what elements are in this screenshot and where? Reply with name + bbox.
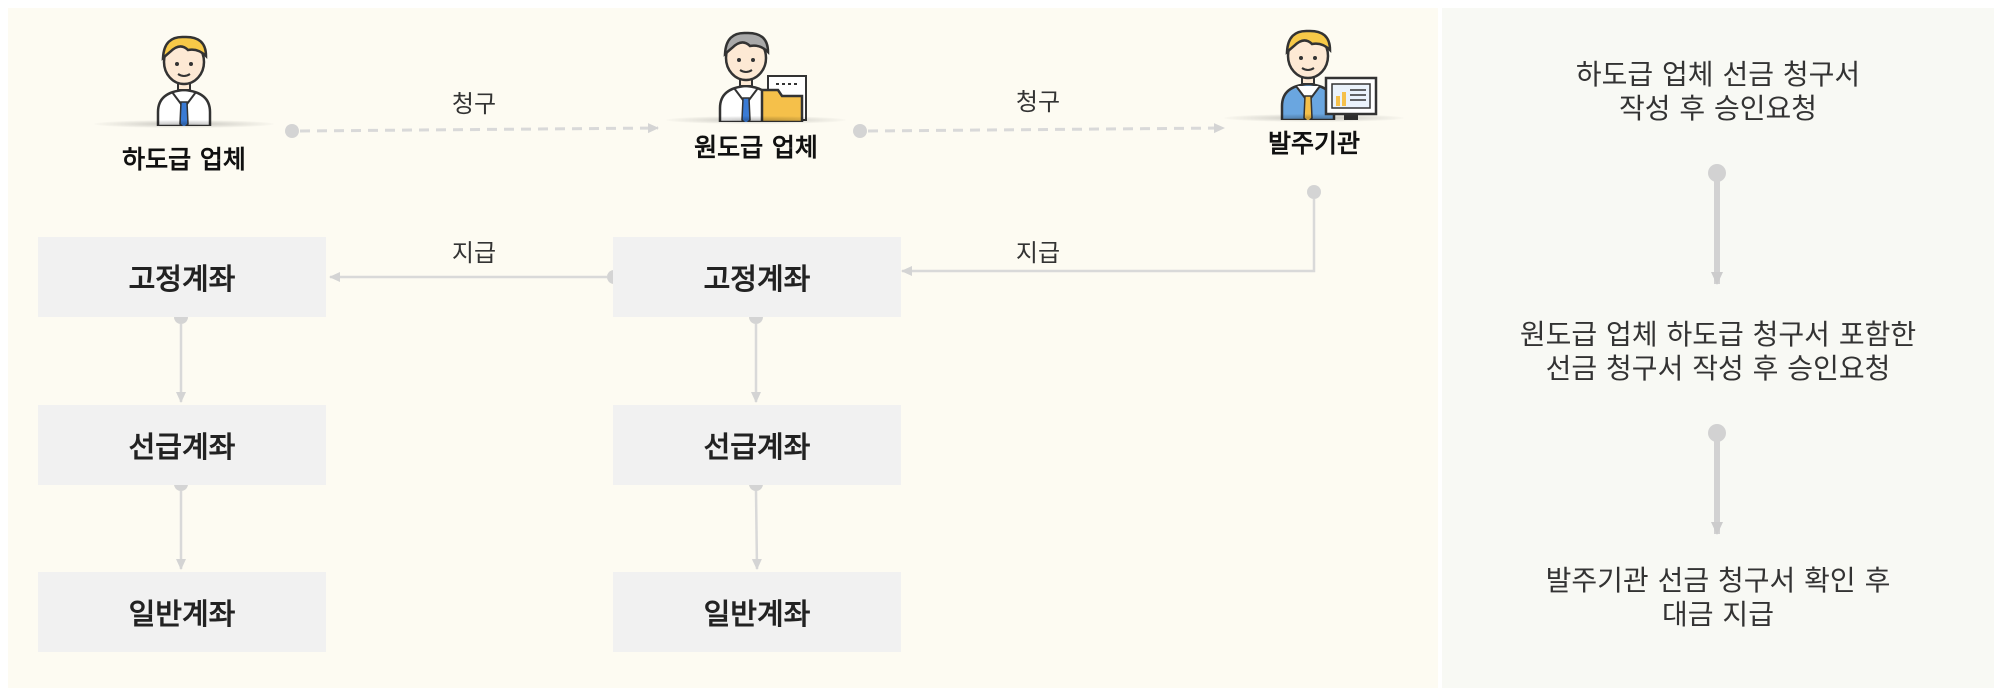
request-label-2: 청구 (1015, 88, 1061, 116)
step-1-line-1: 하도급 업체 선금 청구서 (1575, 58, 1861, 91)
pay-label-1: 지급 (451, 239, 497, 267)
request-arrow-1 (285, 123, 659, 138)
prime-general-account: 일반계좌 (613, 572, 901, 652)
step-arrow-1 (1708, 164, 1726, 285)
actor-name: 하도급 업체 (122, 145, 246, 174)
sub-fixed-account: 고정계좌 (38, 237, 326, 317)
actor-name: 발주기관 (1267, 129, 1360, 158)
actor-subcontractor: 하도급 업체 (84, 28, 284, 176)
prime-advance-account: 선급계좌 (613, 405, 901, 485)
step-3: 발주기관 선금 청구서 확인 후 대금 지급 (1442, 564, 1994, 632)
step-2-line-2: 선금 청구서 작성 후 승인요청 (1545, 352, 1891, 385)
actor-prime-contractor: 원도급 업체 (656, 24, 856, 164)
steps-panel (1442, 8, 1994, 688)
pay-label-2: 지급 (1015, 239, 1061, 267)
actor-client-agency: 발주기관 (1214, 22, 1414, 160)
request-label-1: 청구 (451, 90, 497, 118)
step-1-line-2: 작성 후 승인요청 (1618, 92, 1818, 125)
step-3-line-1: 발주기관 선금 청구서 확인 후 (1545, 564, 1891, 597)
actor-name: 원도급 업체 (694, 133, 818, 162)
step-2: 원도급 업체 하도급 청구서 포함한 선금 청구서 작성 후 승인요청 (1442, 318, 1994, 386)
worker-with-monitor-icon (1280, 29, 1378, 124)
request-arrow-2 (853, 123, 1225, 138)
pay-arrow-agency-to-prime (901, 185, 1321, 276)
step-1: 하도급 업체 선금 청구서 작성 후 승인요청 (1442, 58, 1994, 126)
worker-with-folder-icon (718, 31, 807, 126)
prime-fixed-account: 고정계좌 (613, 237, 901, 317)
pay-arrow-prime-to-sub (329, 270, 621, 284)
sub-advance-account: 선급계좌 (38, 405, 326, 485)
worker-person-icon (156, 35, 212, 130)
step-2-line-1: 원도급 업체 하도급 청구서 포함한 (1519, 318, 1917, 351)
step-arrow-2 (1708, 424, 1726, 535)
sub-general-account: 일반계좌 (38, 572, 326, 652)
step-3-line-2: 대금 지급 (1662, 598, 1774, 631)
